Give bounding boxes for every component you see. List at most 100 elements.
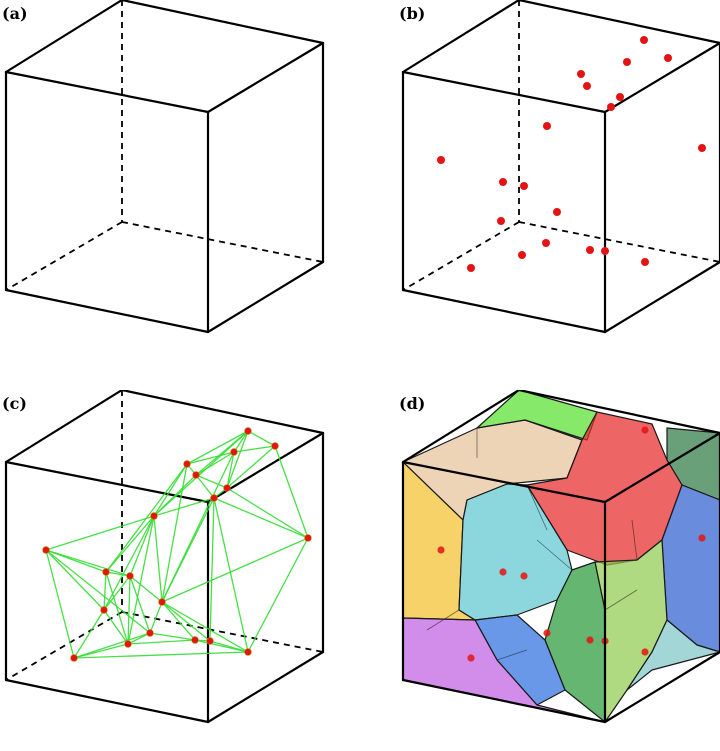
delaunay-edge — [161, 601, 196, 641]
cube-edge — [206, 260, 325, 334]
seed-point — [467, 654, 475, 662]
delaunay-edge — [149, 601, 163, 634]
delaunay-edge — [226, 445, 276, 489]
seed-point — [158, 598, 166, 606]
delaunay-edge — [226, 487, 309, 539]
cube-diagram-d — [401, 390, 720, 724]
seed-point — [601, 247, 609, 255]
panel-label-a: (a) — [2, 4, 28, 23]
cube-edge — [4, 460, 210, 504]
delaunay-edge — [226, 430, 249, 489]
seed-point — [437, 546, 445, 554]
delaunay-edge — [195, 451, 235, 476]
cube-edge — [401, 0, 521, 74]
delaunay-edge — [127, 639, 196, 645]
delaunay-edge — [105, 515, 155, 573]
delaunay-edge — [247, 537, 309, 653]
delaunay-edge — [103, 571, 107, 611]
panel-d: (d) — [397, 390, 720, 751]
delaunay-edge — [186, 430, 249, 465]
delaunay-edge — [153, 515, 163, 603]
cube-hidden-edge — [5, 221, 123, 291]
cube-edge — [603, 431, 720, 504]
cube-hidden-edge — [5, 611, 123, 681]
seed-point — [543, 629, 551, 637]
delaunay-edge — [153, 497, 215, 517]
seed-point — [616, 93, 624, 101]
delaunay-edge — [161, 601, 211, 642]
seed-point — [553, 208, 561, 216]
cube-edge — [4, 288, 210, 334]
seed-point — [698, 534, 706, 542]
cube-diagram-a — [4, 0, 325, 334]
cube-edge — [401, 288, 607, 334]
voronoi-facet-edge — [526, 484, 548, 531]
delaunay-edge — [195, 474, 215, 499]
seed-point — [641, 258, 649, 266]
cube-hidden-edge — [518, 221, 720, 263]
delaunay-edge — [127, 575, 131, 645]
panel-label-b: (b) — [399, 4, 426, 23]
cube-edge — [401, 390, 521, 464]
cube-edge — [401, 460, 607, 504]
delaunay-edge — [233, 445, 276, 453]
seed-point — [607, 103, 615, 111]
delaunay-edge — [103, 609, 129, 645]
delaunay-edge — [161, 451, 235, 603]
delaunay-edge — [129, 515, 155, 577]
seed-point — [520, 572, 528, 580]
seed-point — [640, 36, 648, 44]
seed-point — [437, 156, 445, 164]
delaunay-edge — [73, 609, 105, 659]
delaunay-edge — [45, 549, 105, 611]
cube-edge — [517, 0, 720, 45]
cube-edge — [603, 260, 720, 334]
delaunay-edge — [161, 537, 309, 603]
seed-point — [183, 460, 191, 468]
delaunay-edge — [45, 549, 75, 659]
delaunay-edge — [153, 430, 249, 517]
cube-hidden-edge — [402, 221, 520, 291]
seed-point — [206, 637, 214, 645]
cube-edge — [4, 70, 210, 114]
delaunay-edge — [73, 643, 129, 659]
seed-point — [70, 654, 78, 662]
delaunay-edge — [186, 451, 235, 465]
seed-point — [698, 144, 706, 152]
delaunay-edge — [45, 549, 151, 634]
cube-edge — [120, 0, 325, 45]
delaunay-edge — [129, 575, 163, 603]
delaunay-edge — [233, 430, 249, 453]
voronoi-facet-edge — [604, 589, 638, 611]
seed-point — [577, 70, 585, 78]
seed-point — [102, 568, 110, 576]
cube-edge — [4, 678, 210, 724]
cube-edge — [120, 390, 325, 435]
seed-point — [664, 54, 672, 62]
seed-point — [150, 512, 158, 520]
cube-hidden-edge — [121, 221, 324, 263]
delaunay-edge — [149, 632, 196, 641]
delaunay-edge — [274, 445, 309, 539]
cube-edge — [4, 390, 124, 464]
voronoi-cell — [626, 619, 720, 691]
panel-c: (c) — [0, 390, 360, 751]
seed-point — [499, 178, 507, 186]
delaunay-edge — [213, 497, 249, 653]
voronoi-facet-edge — [631, 519, 638, 561]
seed-point — [583, 82, 591, 90]
panel-label-d: (d) — [399, 394, 426, 413]
delaunay-edge — [213, 497, 309, 539]
seed-point — [497, 217, 505, 225]
seed-point — [210, 494, 218, 502]
voronoi-facet-edge — [426, 609, 460, 631]
seed-point — [641, 648, 649, 656]
delaunay-edge — [127, 515, 155, 645]
seed-point — [271, 442, 279, 450]
seed-point — [520, 182, 528, 190]
seed-point — [542, 239, 550, 247]
seed-point — [499, 568, 507, 576]
cube-edge — [603, 650, 720, 724]
delaunay-edge — [195, 474, 228, 489]
cube-diagram-c — [4, 390, 325, 724]
